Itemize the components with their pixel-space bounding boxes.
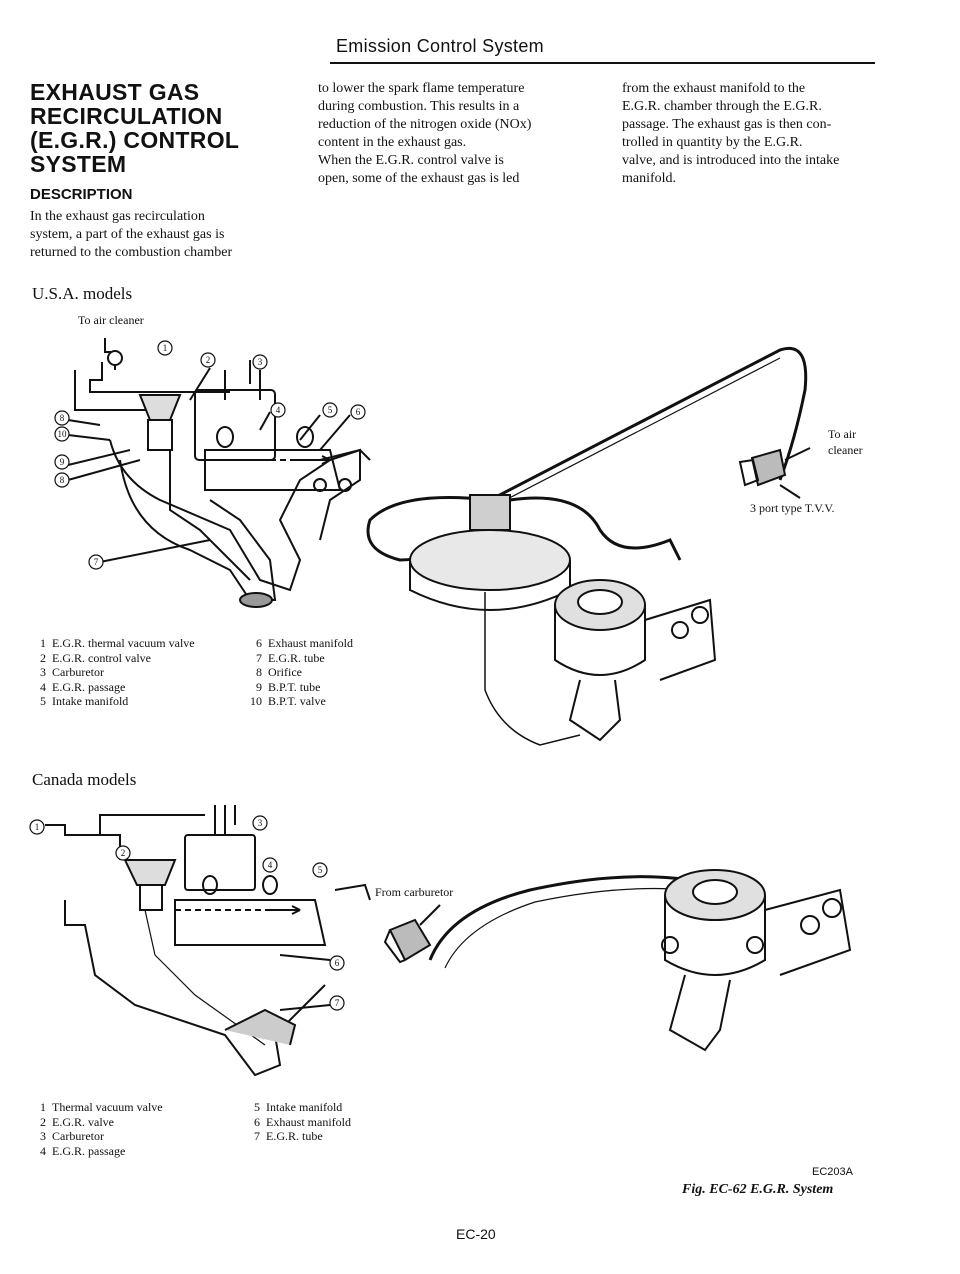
usa-tvv-label: 3 port type T.V.V. [750,501,834,515]
svg-text:2: 2 [206,355,211,365]
canada-models-label: Canada models [32,770,137,789]
page-number: EC-20 [456,1226,496,1242]
figure-caption: Fig. EC-62 E.G.R. System [682,1182,834,1197]
section-title: EXHAUST GAS RECIRCULATION (E.G.R.) CONTR… [30,80,310,176]
svg-text:1: 1 [163,343,168,353]
usa-engine-diagram: To air cleaner 1 2 3 4 5 6 8 10 9 8 7 [54,313,371,608]
svg-text:2: 2 [121,848,126,858]
body-paragraph-col2: to lower the spark flame temperature dur… [318,81,532,186]
usa-egr-valve-illustration: To air cleaner 3 port type T.V.V. [366,347,863,746]
section-title-line-4: SYSTEM [30,151,127,177]
svg-text:7: 7 [335,998,340,1008]
canada-egr-valve-illustration: From carburetor [375,869,852,1052]
svg-text:10: 10 [58,429,68,439]
figure-code: EC203A [812,1166,853,1178]
svg-text:6: 6 [356,407,361,417]
svg-text:6: 6 [335,958,340,968]
svg-text:5: 5 [318,865,323,875]
section-title-line-2: RECIRCULATION [30,103,223,129]
svg-text:4: 4 [268,860,273,870]
svg-text:7: 7 [94,557,99,567]
svg-text:3: 3 [258,818,263,828]
svg-text:3: 3 [258,357,263,367]
canada-engine-diagram: 1 2 3 4 5 6 7 [29,805,371,1077]
svg-text:8: 8 [60,413,65,423]
body-paragraph-col3: from the exhaust manifold to the E.G.R. … [622,81,840,186]
usa-to-air-label-2: cleaner [828,443,863,457]
section-title-line-1: EXHAUST GAS [30,79,200,105]
svg-text:4: 4 [276,405,281,415]
body-paragraph-col1: In the exhaust gas recirculation system,… [30,209,233,260]
description-heading: DESCRIPTION [30,186,133,203]
section-title-line-3: (E.G.R.) CONTROL [30,127,240,153]
usa-to-air-label-1: To air [828,427,856,441]
usa-models-label: U.S.A. models [32,284,133,303]
svg-text:5: 5 [328,405,333,415]
svg-text:1: 1 [35,822,40,832]
usa-to-air-cleaner-label: To air cleaner [78,313,144,327]
canada-from-carburetor-label: From carburetor [375,885,453,899]
svg-text:9: 9 [60,457,65,467]
svg-text:8: 8 [60,475,65,485]
header-rule [330,62,875,64]
page-header-title: Emission Control System [336,36,544,56]
